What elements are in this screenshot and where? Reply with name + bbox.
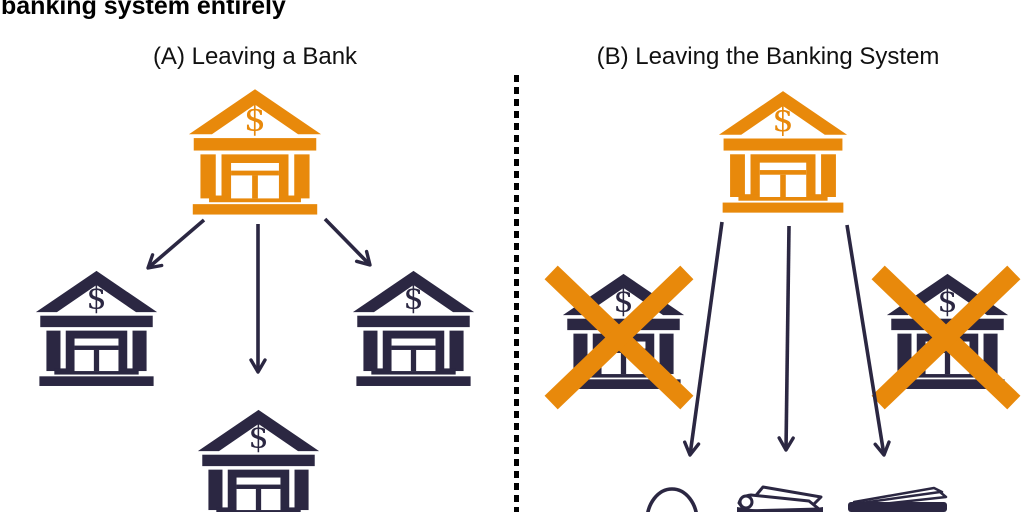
bank-crossed-navy-icon-b-left: $	[562, 269, 685, 393]
dollar-sign: $	[613, 284, 633, 320]
arrow-a-left	[146, 218, 206, 270]
bank-crossed-navy-icon-b-right: $	[886, 269, 1009, 393]
loose-cash-icon	[737, 485, 823, 512]
money-bag-icon	[646, 487, 698, 512]
dollar-sign: $	[772, 100, 793, 139]
bank-destination-navy-icon-a-bottom: $	[197, 405, 320, 512]
bank-source-orange-icon-b: $	[718, 88, 848, 215]
dollar-sign: $	[403, 281, 423, 317]
panel-b-title: (B) Leaving the Banking System	[596, 43, 940, 70]
dollar-sign: $	[937, 284, 957, 320]
dollar-sign: $	[86, 281, 106, 317]
panel-divider-dashed-line	[514, 75, 519, 512]
bank-destination-navy-icon-a-left: $	[35, 266, 158, 390]
dollar-sign: $	[248, 420, 268, 456]
arrow-b-left	[682, 221, 724, 457]
arrow-a-right	[323, 217, 372, 267]
bank-destination-navy-icon-a-right: $	[352, 266, 475, 390]
bill-stack-icon	[848, 486, 948, 512]
crossed-out-x-icon	[544, 265, 694, 410]
dollar-sign: $	[244, 99, 266, 139]
arrow-b-middle	[777, 225, 795, 452]
panel-a-title: (A) Leaving a Bank	[152, 43, 358, 70]
bank-source-orange-icon-a: $	[188, 88, 322, 215]
crossed-out-x-icon	[871, 265, 1021, 410]
figure-caption: banking system entirely	[1, 0, 286, 20]
